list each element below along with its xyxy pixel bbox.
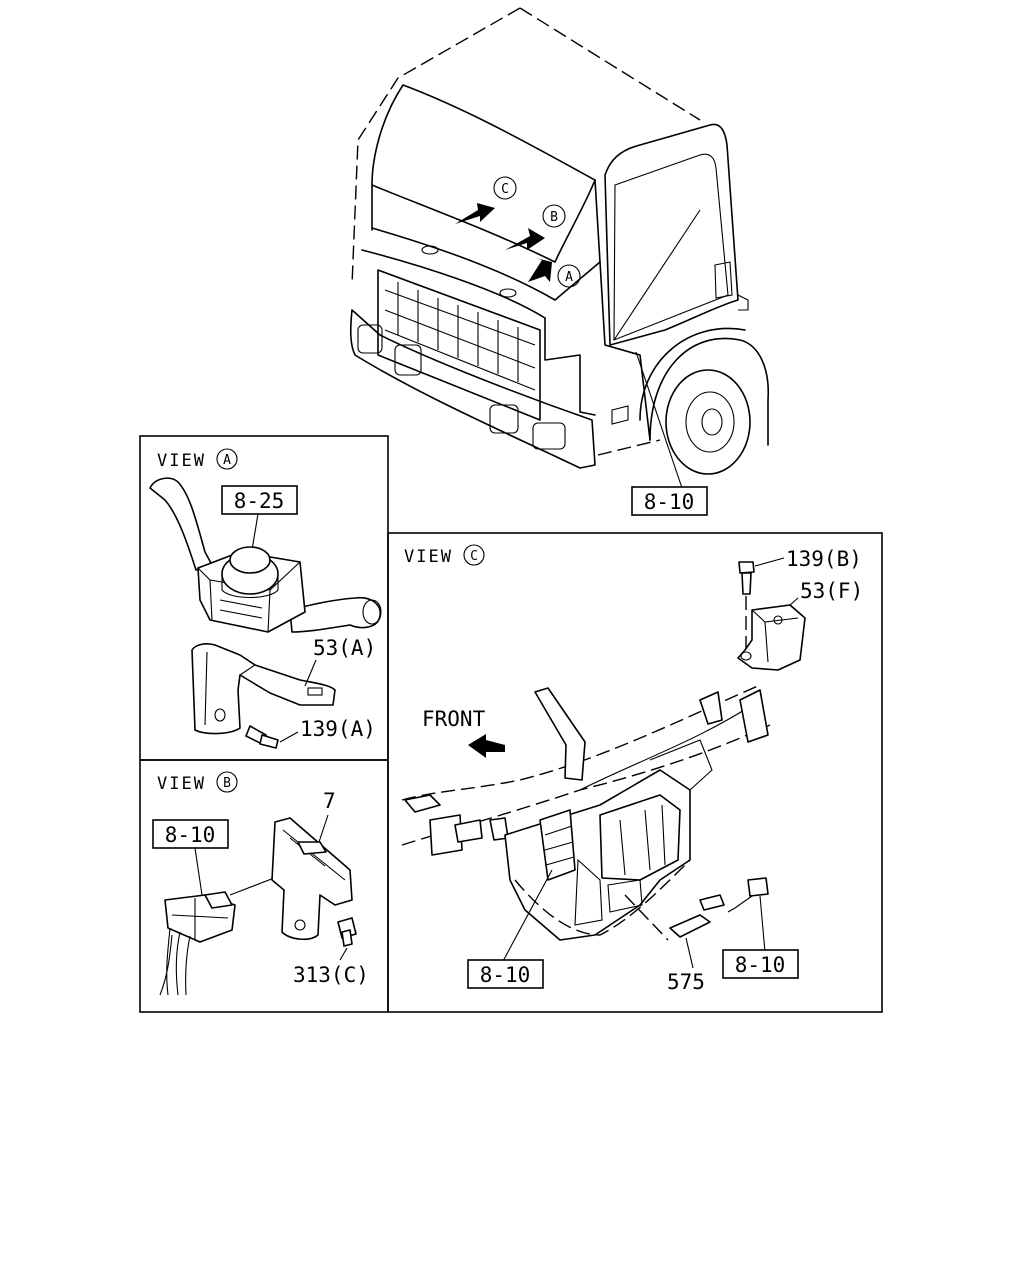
view-b-header: VIEW B [157,771,238,794]
view-a-letter: A [223,453,231,468]
cab-marker-a: A [565,270,573,285]
cab-marker-c: C [501,182,509,197]
callout-bracket-a: 53(A) [313,636,376,660]
callout-bolt-c: 139(B) [786,547,862,571]
relay-bracket-illustration [159,814,357,996]
callout-ref-cab: 8-10 [644,490,695,514]
dashboard-assembly-illustration [401,684,771,969]
callout-ref-view-c-right: 8-10 [735,953,786,977]
cab-marker-b: B [550,210,558,225]
callout-front-label: FRONT [422,707,486,731]
callout-ref-view-b: 8-10 [165,823,216,847]
view-c-panel [387,532,883,1013]
view-c-letter: C [470,549,478,564]
upper-bracket-illustration [737,557,806,671]
view-a-header: VIEW A [157,448,238,471]
view-a-title: VIEW [157,451,206,471]
truck-cab-illustration: C B A [349,7,770,489]
callout-ref-view-a: 8-25 [234,489,285,513]
callout-part-7: 7 [323,789,336,813]
combination-switch-illustration [149,477,382,749]
callout-bolt-a: 139(A) [300,717,376,741]
callout-bolt-b: 313(C) [293,963,369,987]
callout-bracket-c: 53(F) [800,579,863,603]
front-direction-arrow [468,734,505,758]
view-b-title: VIEW [157,774,206,794]
view-b-letter: B [223,776,231,791]
view-c-title: VIEW [404,547,453,567]
view-c-header: VIEW C [404,544,485,567]
callout-ref-view-c-left: 8-10 [480,963,531,987]
callout-part-575: 575 [667,970,705,994]
